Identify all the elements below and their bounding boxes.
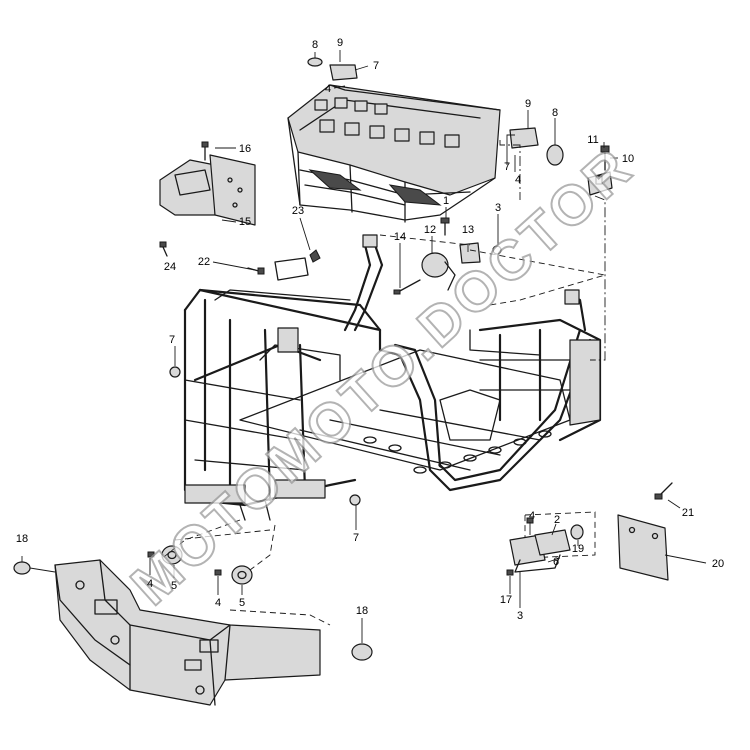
cap-18-right — [351, 643, 373, 661]
cap-18-left — [13, 561, 31, 575]
callout-23: 23 — [292, 205, 304, 217]
callout-22: 22 — [198, 256, 210, 268]
callout-9: 9 — [525, 98, 531, 110]
leader-lines — [21, 50, 707, 643]
bracket-9-left — [307, 57, 358, 81]
callout-7: 7 — [373, 60, 379, 72]
callout-24: 24 — [164, 261, 176, 273]
front-cover-assembly — [159, 141, 256, 226]
frame-fasteners — [169, 366, 361, 506]
callout-1: 1 — [443, 195, 449, 207]
callout-4: 4 — [215, 597, 221, 609]
callout-7: 7 — [353, 532, 359, 544]
callout-15: 15 — [239, 216, 251, 228]
plate-20 — [617, 482, 673, 581]
callout-4: 4 — [147, 578, 153, 590]
callout-17: 17 — [500, 594, 512, 606]
callout-4: 4 — [325, 83, 331, 95]
callout-12: 12 — [424, 224, 436, 236]
callout-18: 18 — [356, 605, 368, 617]
callout-4: 4 — [515, 174, 521, 186]
callout-3: 3 — [517, 610, 523, 622]
callout-4: 4 — [529, 510, 535, 522]
callout-3: 3 — [495, 202, 501, 214]
front-bumper — [54, 559, 331, 706]
callout-labels: 8 9 7 4 9 8 7 4 11 10 16 15 23 24 22 1 3… — [16, 37, 724, 622]
callout-11: 11 — [587, 134, 598, 146]
callout-7: 7 — [169, 334, 175, 346]
bracket-11 — [587, 145, 613, 196]
callout-14: 14 — [394, 231, 406, 243]
callout-7: 7 — [504, 161, 510, 173]
cargo-box — [287, 84, 501, 223]
main-frame — [183, 234, 602, 521]
plate-23 — [247, 249, 321, 281]
callout-5: 5 — [171, 580, 177, 592]
callout-18: 18 — [16, 533, 28, 545]
callout-16: 16 — [239, 143, 251, 155]
callout-5: 5 — [239, 597, 245, 609]
callout-6: 6 — [553, 556, 559, 568]
callout-8: 8 — [552, 107, 558, 119]
callout-8: 8 — [312, 39, 318, 51]
callout-20: 20 — [712, 558, 724, 570]
bushing-right — [214, 565, 253, 585]
callout-9: 9 — [337, 37, 343, 49]
callout-21: 21 — [682, 507, 694, 519]
bushing-left — [147, 545, 183, 565]
callout-10: 10 — [622, 153, 634, 165]
callout-2: 2 — [554, 514, 560, 526]
bolt-24 — [159, 241, 168, 257]
bracket-assembly-2 — [506, 511, 596, 576]
callout-19: 19 — [572, 543, 584, 555]
actuator-assembly — [393, 217, 502, 295]
callout-13: 13 — [462, 224, 474, 236]
